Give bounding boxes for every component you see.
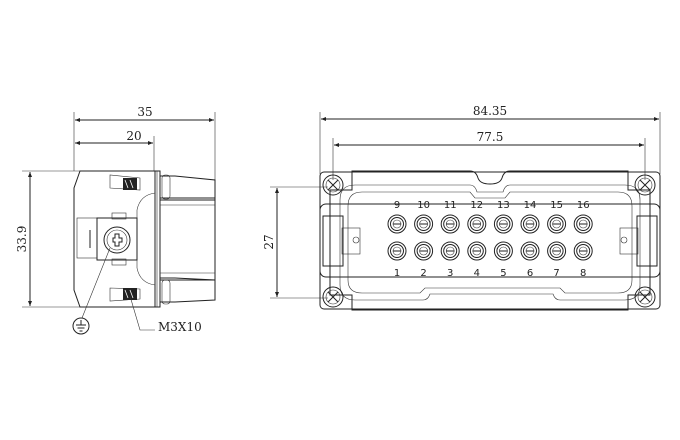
pin-contact <box>414 241 434 261</box>
pin-number-label: 15 <box>550 200 563 211</box>
protective-earth-icon <box>72 317 90 335</box>
pin-contact <box>440 241 460 261</box>
pin-contact <box>547 214 567 234</box>
pin-number-label: 1 <box>394 268 400 279</box>
dim-77-5-label: 77.5 <box>477 130 504 144</box>
pin-contact <box>387 241 407 261</box>
pin-number-label: 14 <box>524 200 537 211</box>
pin-number-label: 5 <box>500 268 506 279</box>
pin-number-label: 6 <box>527 268 533 279</box>
pin-contact <box>573 214 593 234</box>
mounting-screw-icon <box>322 174 344 196</box>
pin-number-label: 7 <box>553 268 559 279</box>
pin-number-label: 9 <box>394 200 400 211</box>
dim-20-label: 20 <box>126 129 141 143</box>
pin-number-label: 4 <box>474 268 480 279</box>
pin-contact <box>547 241 567 261</box>
pin-contact <box>414 214 434 234</box>
screw-icon <box>109 174 141 191</box>
pin-contact <box>440 214 460 234</box>
pin-contact <box>387 214 407 234</box>
side-view: 35 20 33.9 <box>15 105 216 335</box>
pin-number-label: 16 <box>577 200 590 211</box>
pin-contact <box>520 241 540 261</box>
pin-number-label: 11 <box>444 200 457 211</box>
pin-number-label: 12 <box>470 200 483 211</box>
pin-number-label: 13 <box>497 200 510 211</box>
pin-number-label: 8 <box>580 268 586 279</box>
dim-27-label: 27 <box>262 234 276 249</box>
mounting-screw-icon <box>634 286 656 308</box>
pin-contact <box>520 214 540 234</box>
mounting-screw-icon <box>634 174 656 196</box>
pin-contact <box>493 214 513 234</box>
pin-number-label: 2 <box>420 268 426 279</box>
pin-contact <box>467 214 487 234</box>
pin-number-label: 3 <box>447 268 453 279</box>
pin-number-label: 10 <box>417 200 430 211</box>
terminal-screw-icon <box>103 226 131 254</box>
dim-35-label: 35 <box>137 105 152 119</box>
pin-contact <box>467 241 487 261</box>
screw-spec-label: M3X10 <box>158 320 202 334</box>
pin-contact <box>573 241 593 261</box>
pin-contact <box>493 241 513 261</box>
mounting-screw-icon <box>322 286 344 308</box>
dim-33-9-label: 33.9 <box>15 226 29 253</box>
screw-icon <box>109 287 141 302</box>
dim-84-35-label: 84.35 <box>473 104 507 118</box>
